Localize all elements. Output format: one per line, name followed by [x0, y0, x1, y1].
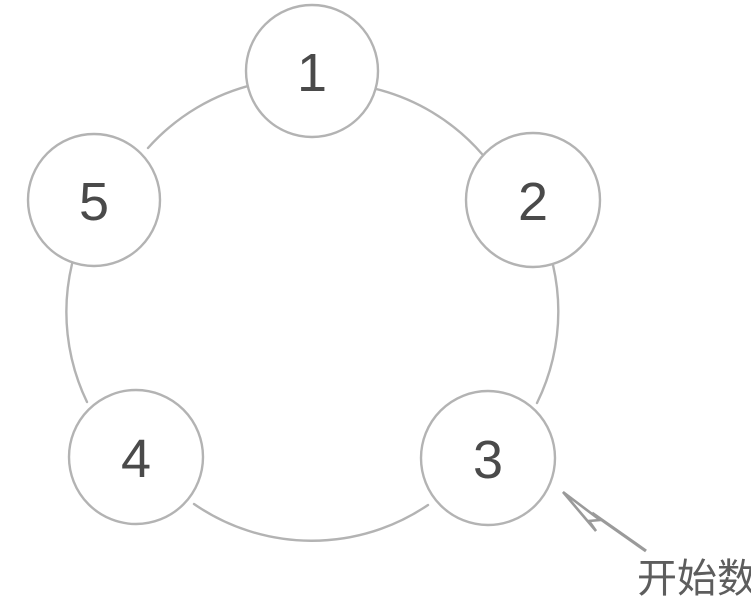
- node-2-circle[interactable]: [464, 131, 602, 269]
- annotation-label: 开始数: [637, 556, 751, 602]
- node-5[interactable]: 5: [26, 132, 162, 268]
- node-group: 1 2 3 4 5: [26, 3, 602, 527]
- edge-3-to-4: [192, 502, 430, 542]
- annotation-arrow: [562, 490, 647, 553]
- edge-4-to-5: [65, 262, 89, 404]
- node-3-label: 3: [473, 430, 503, 490]
- node-5-label: 5: [79, 172, 109, 232]
- node-1[interactable]: 1: [244, 3, 380, 139]
- node-2-label: 2: [518, 172, 548, 232]
- node-1-label: 1: [297, 43, 327, 103]
- edge-5-to-1: [146, 82, 258, 150]
- node-5-circle[interactable]: [26, 132, 162, 268]
- arrow-head-icon: [562, 490, 604, 532]
- edge-2-to-3: [535, 263, 560, 405]
- edge-1-to-2: [370, 86, 484, 156]
- node-3-circle[interactable]: [419, 389, 557, 527]
- node-2[interactable]: 2: [464, 131, 602, 269]
- node-1-circle[interactable]: [244, 3, 380, 139]
- edge-group: [65, 82, 560, 542]
- node-4[interactable]: 4: [67, 388, 205, 526]
- node-3[interactable]: 3: [419, 389, 557, 527]
- node-4-circle[interactable]: [67, 388, 205, 526]
- node-4-label: 4: [121, 429, 151, 489]
